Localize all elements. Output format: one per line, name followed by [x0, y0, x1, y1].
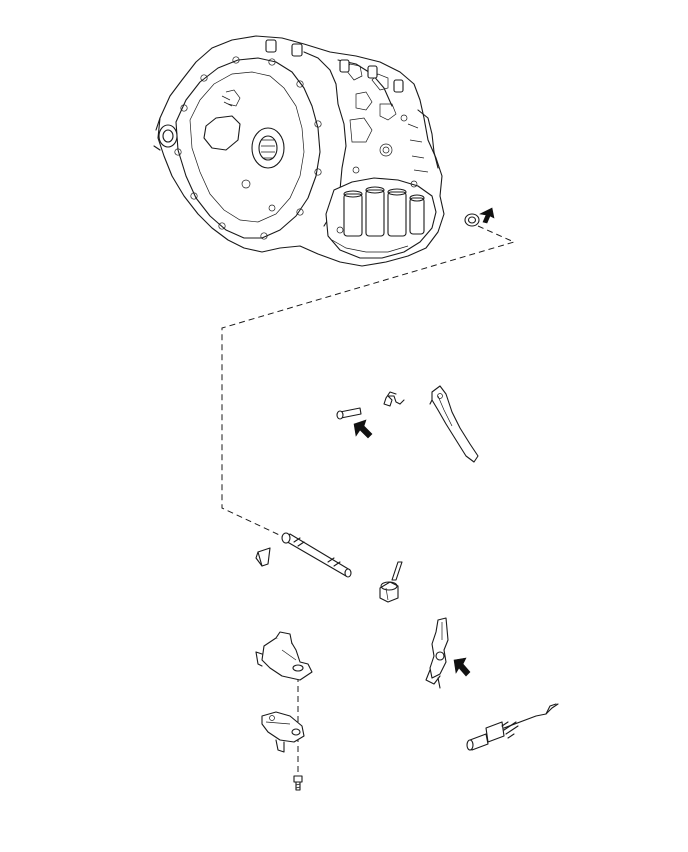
- transaxle-assembly: [153, 35, 445, 267]
- collar: [379, 581, 399, 603]
- bracket-upper: [255, 631, 313, 681]
- parking-lock-rod: [466, 703, 559, 751]
- seal-replace-arrow-icon: [479, 207, 495, 224]
- lever-arrow-icon: [453, 657, 471, 677]
- manual-valve-lever: [425, 617, 449, 689]
- bolt: [293, 775, 303, 791]
- torsion-spring: [383, 391, 405, 407]
- pin-arrow-icon: [353, 419, 373, 439]
- shaft-seal: [464, 213, 480, 227]
- bracket-lower: [261, 711, 305, 753]
- lock-plate: [255, 547, 271, 567]
- pin: [336, 407, 362, 420]
- assembly-leader-line: [221, 225, 516, 541]
- spring-pin: [391, 561, 403, 581]
- detent-spring-plate: [429, 385, 479, 463]
- manual-valve-shaft: [281, 532, 352, 578]
